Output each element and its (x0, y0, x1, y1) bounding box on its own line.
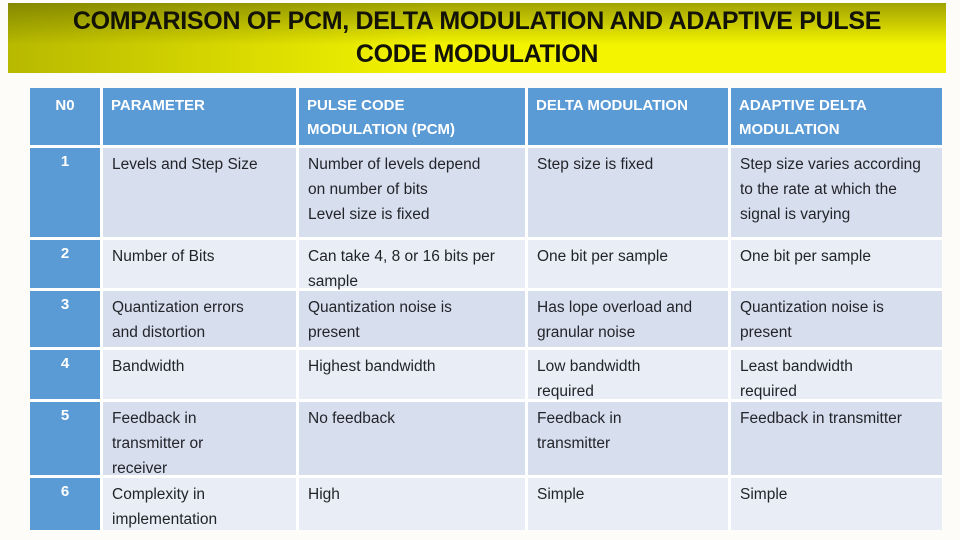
comparison-table: N0 PARAMETER PULSE CODE MODULATION (PCM)… (30, 88, 942, 530)
cell-parameter: Quantization errors and distortion (103, 291, 296, 347)
cell-adaptive-delta-modulation: Quantization noise is present (731, 291, 942, 347)
cell-parameter: Number of Bits (103, 240, 296, 288)
row-number-cell: 6 (30, 478, 100, 530)
cell-adaptive-delta-modulation: Step size varies according to the rate a… (731, 148, 942, 237)
cell-parameter: Feedback in transmitter or receiver (103, 402, 296, 477)
row-number-cell: 3 (30, 291, 100, 347)
cell-pcm: Quantization noise is present (299, 291, 525, 347)
cell-pcm: Can take 4, 8 or 16 bits per sample (299, 240, 525, 290)
cell-pcm: Number of levels depend on number of bit… (299, 148, 525, 237)
cell-adaptive-delta-modulation: Simple (731, 478, 942, 530)
cell-pcm: High (299, 478, 525, 530)
row-number-cell: 4 (30, 350, 100, 399)
slide-title-bar: COMPARISON OF PCM, DELTA MODULATION AND … (8, 3, 946, 73)
cell-delta-modulation: Has lope overload and granular noise (528, 291, 728, 347)
row-number-cell: 2 (30, 240, 100, 288)
column-header-parameter: PARAMETER (103, 88, 296, 145)
row-number-cell: 1 (30, 148, 100, 237)
column-header-delta-modulation: DELTA MODULATION (528, 88, 728, 145)
row-number-cell: 5 (30, 402, 100, 475)
cell-delta-modulation: Simple (528, 478, 728, 530)
cell-pcm: No feedback (299, 402, 525, 475)
cell-adaptive-delta-modulation: Least bandwidth required (731, 350, 942, 400)
column-header-number: N0 (30, 88, 100, 145)
cell-adaptive-delta-modulation: One bit per sample (731, 240, 942, 288)
cell-pcm: Highest bandwidth (299, 350, 525, 399)
cell-delta-modulation: Step size is fixed (528, 148, 728, 237)
cell-delta-modulation: Feedback in transmitter (528, 402, 728, 475)
cell-parameter: Levels and Step Size (103, 148, 296, 237)
cell-parameter: Complexity in implementation (103, 478, 296, 530)
cell-delta-modulation: Low bandwidth required (528, 350, 728, 400)
cell-adaptive-delta-modulation: Feedback in transmitter (731, 402, 942, 475)
cell-parameter: Bandwidth (103, 350, 296, 399)
column-header-pcm: PULSE CODE MODULATION (PCM) (299, 88, 525, 145)
slide-title: COMPARISON OF PCM, DELTA MODULATION AND … (72, 7, 882, 68)
column-header-adaptive-delta-modulation: ADAPTIVE DELTA MODULATION (731, 88, 942, 145)
cell-delta-modulation: One bit per sample (528, 240, 728, 288)
